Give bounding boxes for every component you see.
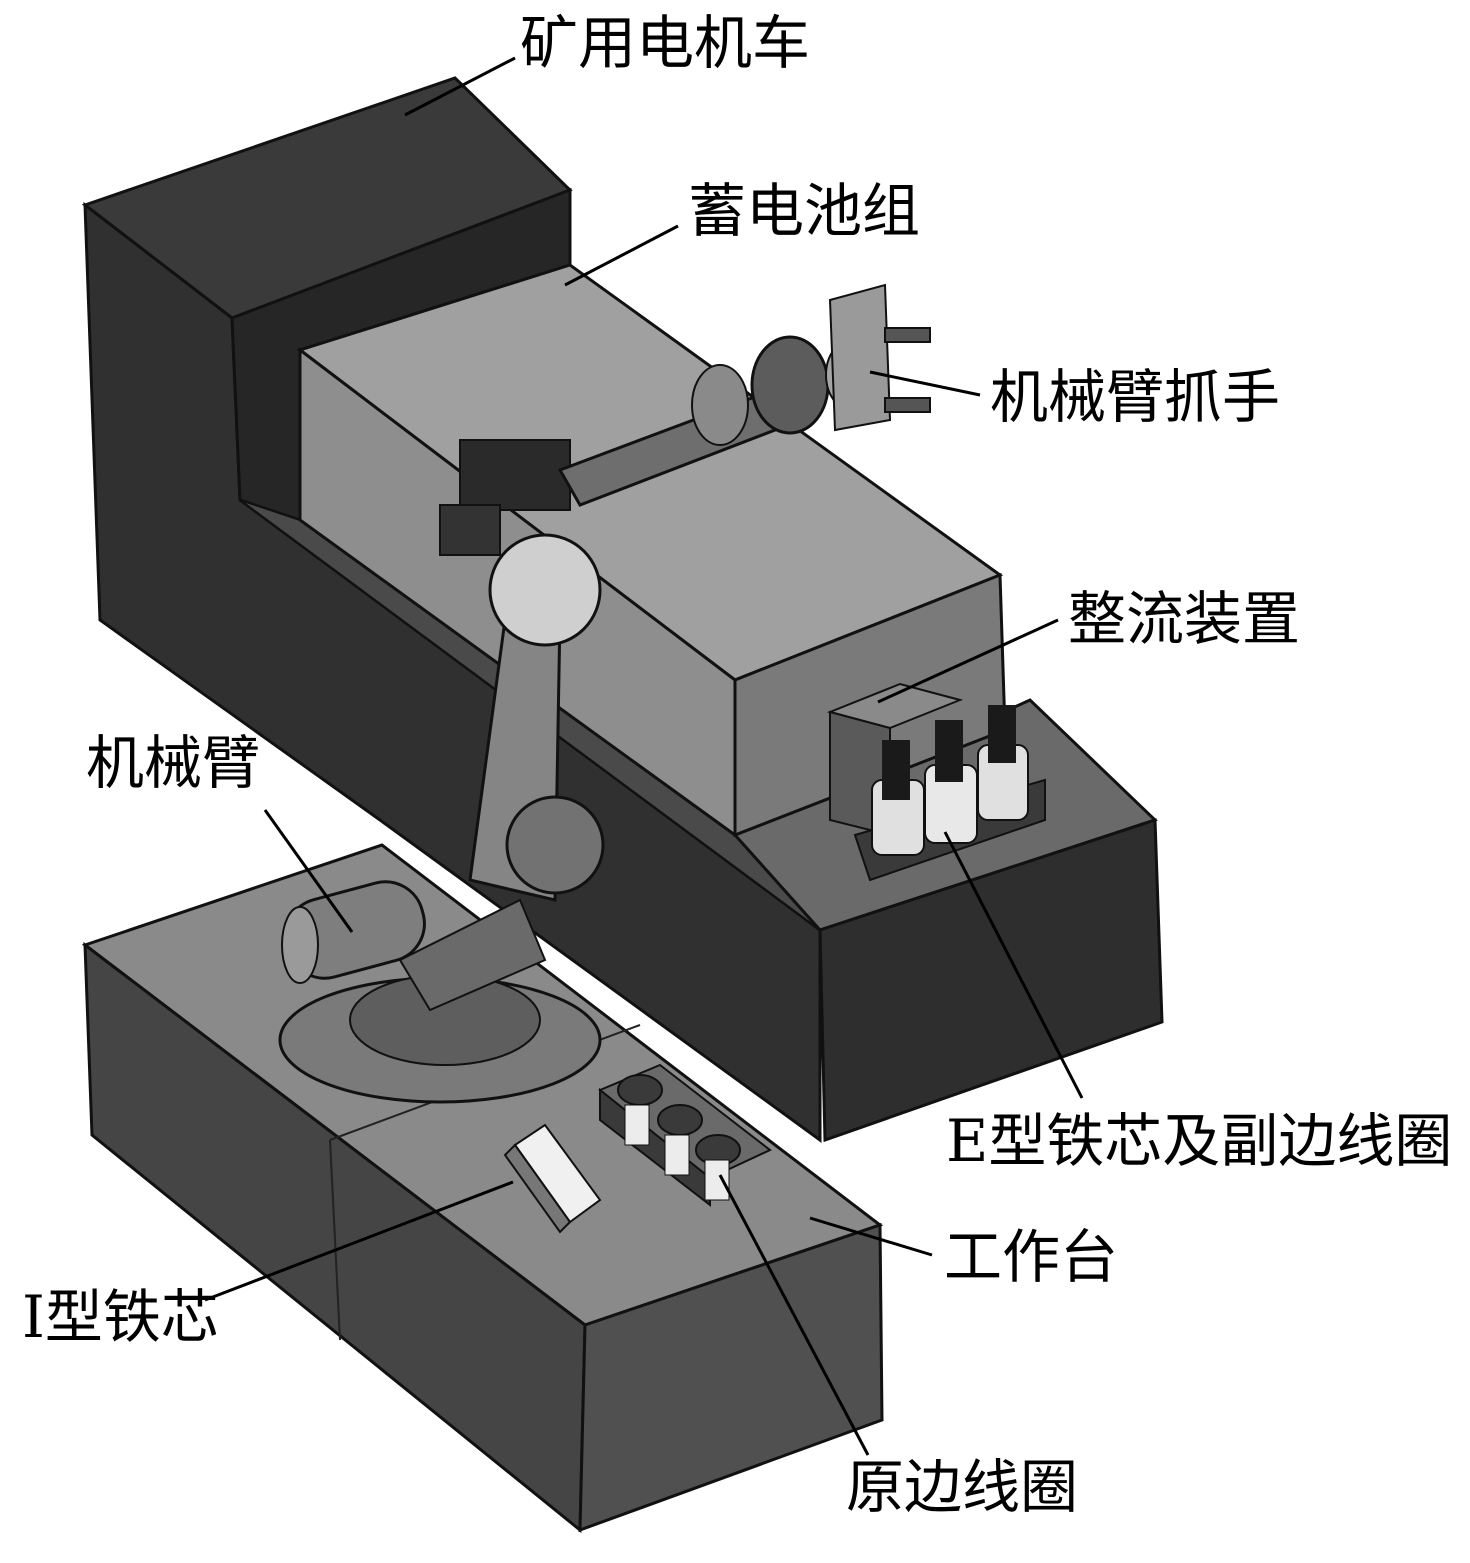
leader-line-battery [564,224,679,287]
label-gripper: 机械臂抓手 [990,363,1281,431]
rectifier-unit [826,682,1046,882]
label-rectifier: 整流装置 [1068,585,1301,653]
leader-line-workbench [809,1216,933,1257]
leader-line-rectifier [877,618,1059,704]
leader-lines [204,56,1084,1456]
leader-line-robot-arm [263,809,354,933]
leader-line-locomotive [404,56,516,117]
e-core-coil [924,720,978,844]
label-battery-pack: 蓄电池组 [688,177,921,245]
leader-line-i-core [204,1180,514,1302]
label-mining-locomotive: 矿用电机车 [520,9,811,77]
label-i-core: I型铁芯 [22,1283,219,1351]
label-primary-coil: 原边线圈 [846,1453,1079,1521]
leader-line-primary-coil [718,1174,870,1456]
primary-coil [598,1063,772,1208]
label-e-core-secondary-coil: E型铁芯及副边线圈 [946,1107,1453,1175]
i-core [503,1123,602,1234]
robot-arm [278,335,875,1104]
gripper [828,283,931,432]
e-core-coil [977,705,1029,821]
leader-line-e-core [943,831,1084,1099]
leader-line-gripper [869,370,981,397]
label-workbench: 工作台 [944,1223,1119,1291]
label-robot-arm: 机械臂 [86,729,261,797]
e-core-coil [871,740,925,856]
